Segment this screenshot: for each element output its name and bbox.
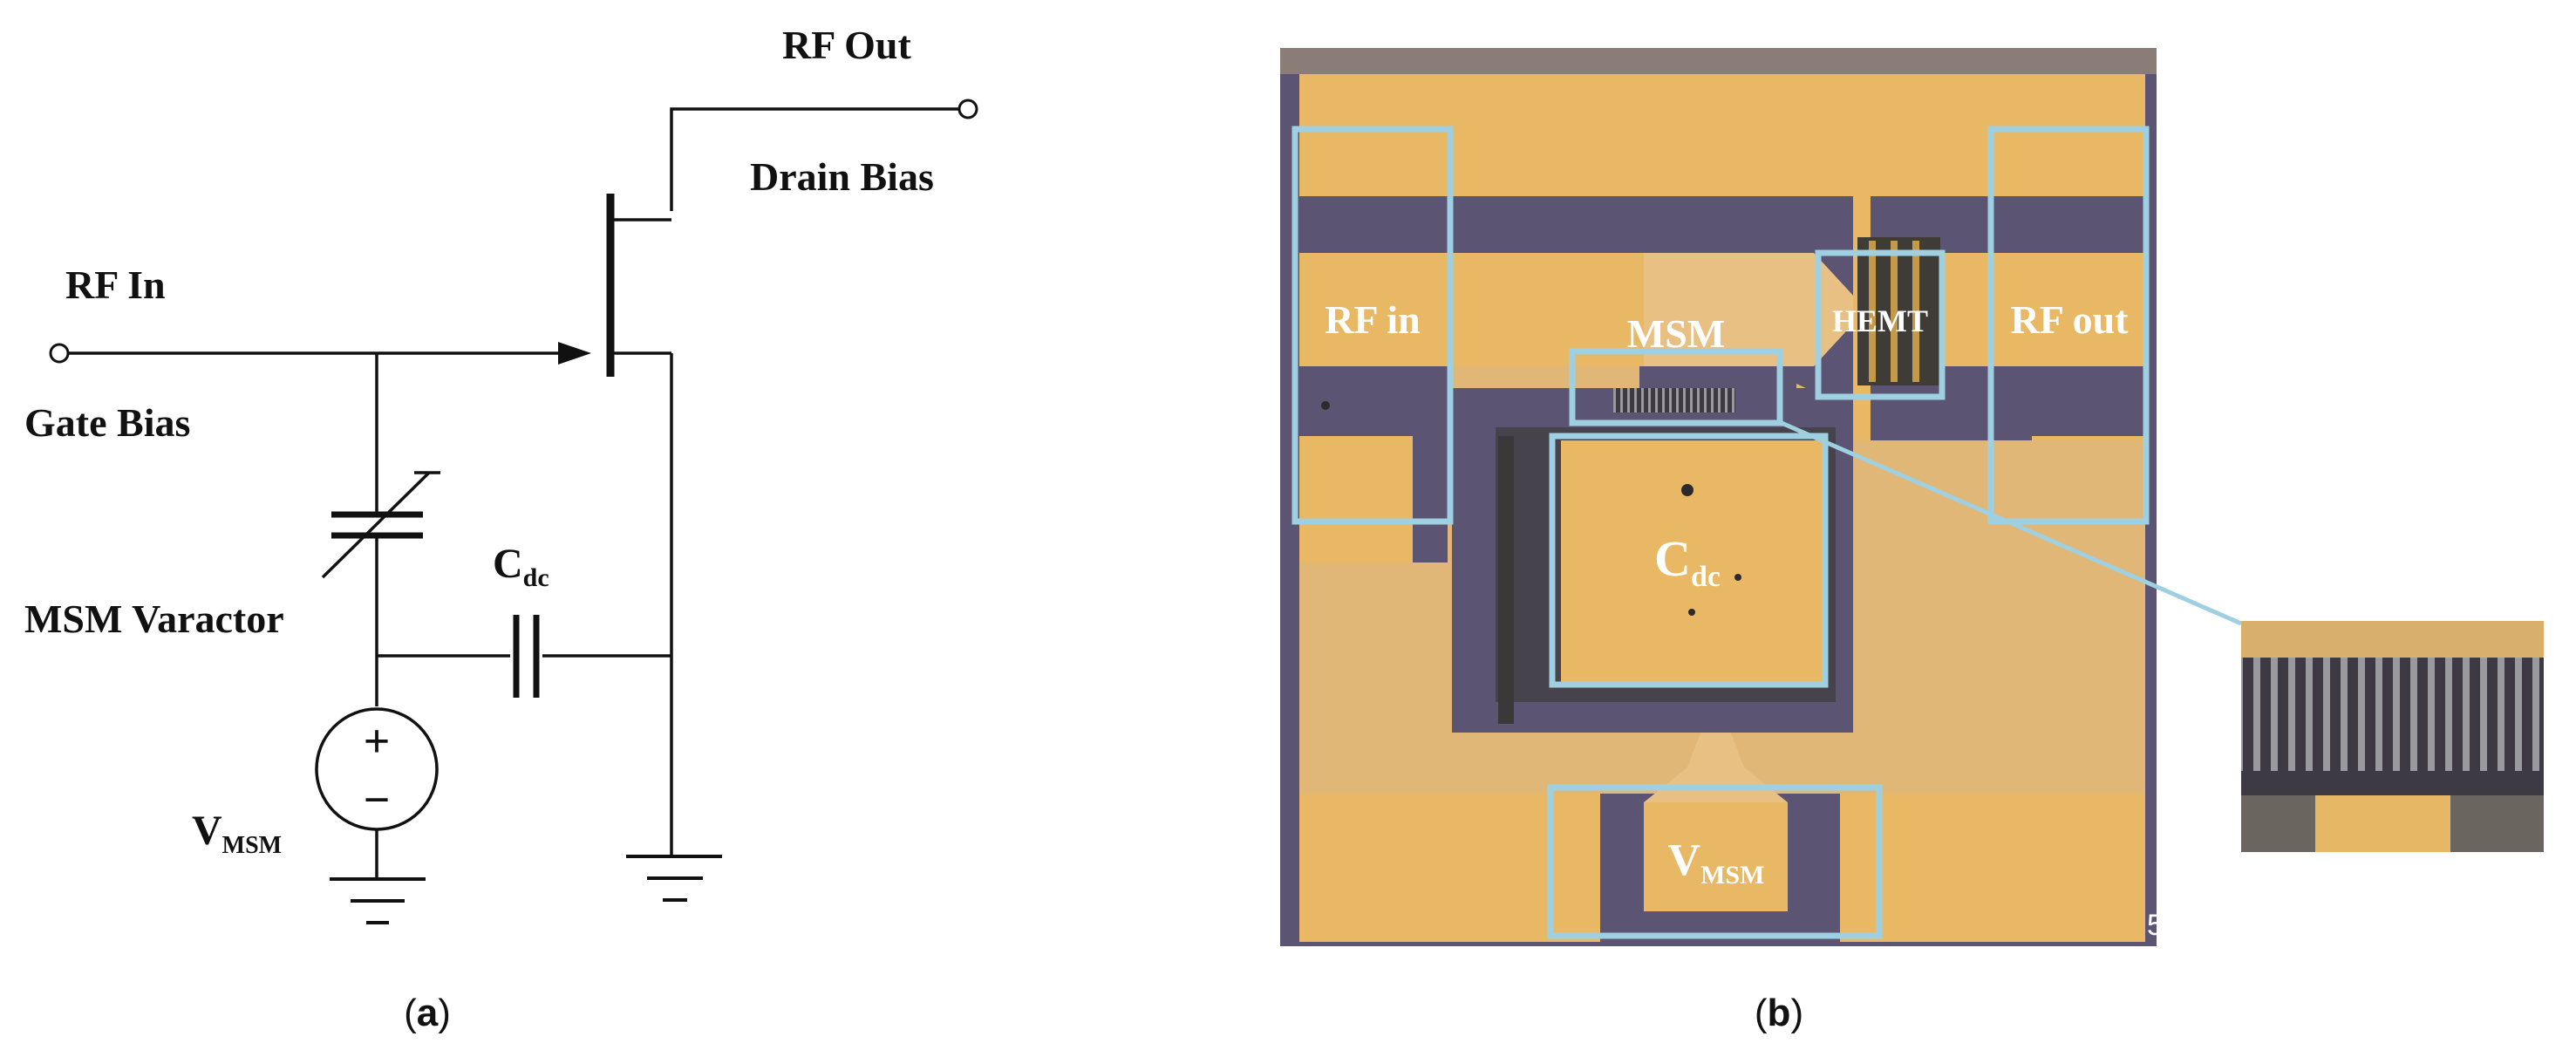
- top-bus: [1299, 74, 2145, 196]
- via-strip: [1498, 436, 1514, 724]
- plus-sign: +: [364, 715, 391, 767]
- msm-zoom-inset: [2241, 621, 2544, 852]
- rf-out-pad: [1940, 253, 2145, 366]
- inset-fingers: [2241, 658, 2544, 771]
- chip-micrograph: [1280, 48, 2242, 946]
- inset-rim: [2241, 621, 2544, 658]
- rf-out-highlight: [1987, 126, 2150, 525]
- msm-highlight: [1569, 348, 1783, 426]
- cdc-pad: [1561, 440, 1823, 685]
- rf-out-region-label: RF out: [2010, 297, 2129, 342]
- msm-region-label: MSM: [1627, 311, 1725, 356]
- bottom-right-pad: [1840, 794, 2145, 942]
- rf-out-wire: [670, 107, 959, 211]
- rf-out-label: RF Out: [782, 23, 911, 67]
- defect-dot: [1321, 401, 1330, 410]
- inset-dark-band: [2241, 771, 2544, 795]
- vmsm-highlight: [1547, 784, 1883, 939]
- gate-arrow: [558, 342, 591, 365]
- rf-in-terminal: [49, 343, 70, 364]
- panel-b-caption: (b): [1755, 992, 1803, 1034]
- msm-fingers: [1613, 388, 1735, 412]
- hemt-finger-1: [1869, 241, 1876, 382]
- cdc-region-label: Cdc: [1654, 530, 1721, 593]
- panel-a-caption: (a): [404, 992, 451, 1034]
- rf-in-label: RF In: [65, 262, 166, 307]
- rf-in-taper: [1644, 253, 1866, 366]
- bottom-left-pad: [1299, 794, 1600, 942]
- varactor-label: MSM Varactor: [24, 597, 284, 641]
- hemt-region-label: HEMT: [1832, 303, 1928, 338]
- defect-dot: [1688, 609, 1695, 616]
- rf-in-highlight: [1291, 126, 1454, 525]
- rf-in-region-label: RF in: [1325, 297, 1420, 342]
- cdc-highlight: [1549, 433, 1829, 688]
- chip-rim: [1280, 48, 2157, 74]
- varactor-tune-arrow: [321, 471, 431, 579]
- hemt-highlight: [1815, 249, 1946, 400]
- zoom-connector: [1781, 420, 2242, 626]
- inset-left-block: [2241, 795, 2315, 852]
- defect-dot: [1681, 484, 1693, 496]
- hemt-finger-2: [1891, 241, 1898, 382]
- vmsm-label: VMSM: [192, 808, 282, 859]
- hemt-finger-3: [1912, 241, 1919, 382]
- cdc-label: Cdc: [493, 541, 549, 592]
- vmsm-region-label: VMSM: [1668, 835, 1765, 890]
- vmsm-pad: [1644, 802, 1788, 911]
- corner-mark: 5: [2147, 909, 2164, 942]
- gate-bias-label: Gate Bias: [24, 400, 190, 445]
- drain-bias-label: Drain Bias: [750, 154, 934, 199]
- left-lower-pad: [1299, 436, 1413, 562]
- inset-right-block: [2450, 795, 2544, 852]
- minus-sign: −: [364, 774, 391, 826]
- rf-out-terminal: [957, 99, 978, 119]
- defect-dot: [1734, 574, 1741, 581]
- circuit-schematic: [49, 99, 978, 924]
